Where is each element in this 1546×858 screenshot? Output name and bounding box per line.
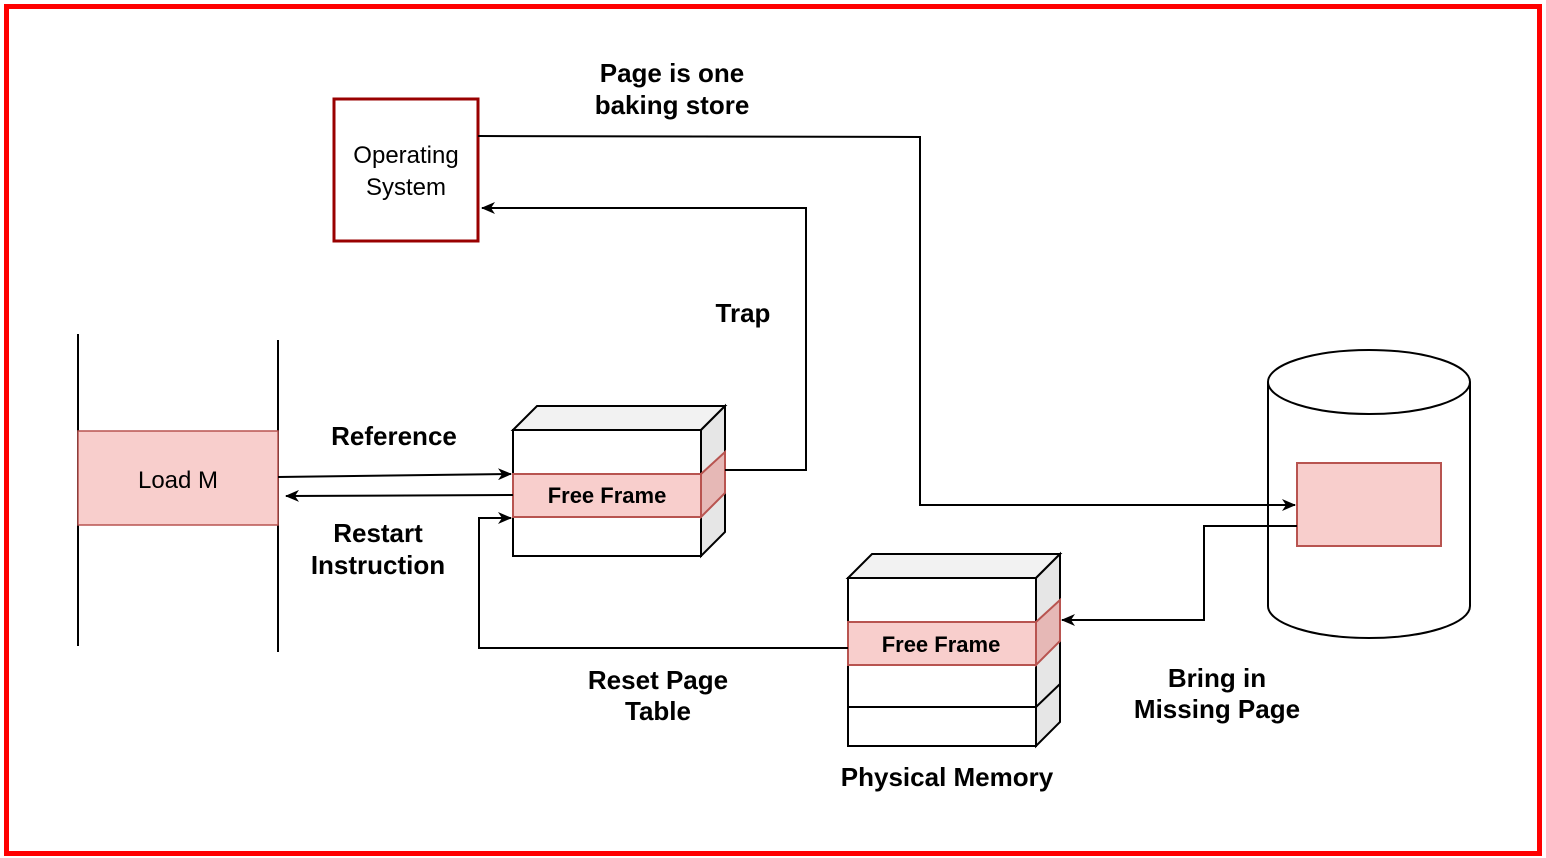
- physical-memory-side-divider: [1035, 683, 1061, 708]
- load-m-box[interactable]: [77, 430, 279, 526]
- operating-system-node[interactable]: Operating System: [332, 97, 480, 243]
- reference-label: Reference: [331, 421, 457, 451]
- restart-label-line1: Restart: [333, 518, 423, 548]
- bring-in-label-line1: Bring in: [1168, 663, 1266, 693]
- trap-arrow: [481, 202, 807, 471]
- bring-in-arrow: [1061, 525, 1297, 626]
- reset-label-line1: Reset Page: [588, 665, 728, 695]
- physical-memory-node[interactable]: Free Frame Physical Memory: [841, 551, 1063, 792]
- page-table-free-frame-side: [700, 449, 726, 520]
- backing-store-top: [1267, 349, 1471, 415]
- edge-labels: Page is one baking store Trap Reference …: [311, 58, 1300, 726]
- physical-memory-free-frame-side: [1035, 597, 1061, 668]
- physical-memory-caption: Physical Memory: [841, 762, 1054, 792]
- page-table-free-frame-label: Free Frame: [548, 483, 667, 508]
- os-label-line1: Operating: [353, 142, 458, 169]
- page-table-node[interactable]: Free Frame: [510, 403, 728, 559]
- physical-memory-top: [845, 553, 1063, 579]
- restart-arrow: [285, 489, 514, 502]
- backing-store-node[interactable]: [1267, 349, 1471, 639]
- os-label-line2: System: [366, 174, 446, 201]
- physical-memory-free-frame-label: Free Frame: [882, 632, 1001, 657]
- page-table-top: [510, 405, 728, 431]
- reset-arrow: [478, 512, 848, 649]
- backing-store-label-line1: Page is one: [600, 58, 745, 88]
- restart-label-line2: Instruction: [311, 550, 445, 580]
- load-m-label: Load M: [138, 467, 218, 494]
- outer-border: [4, 4, 1542, 856]
- reset-label-line2: Table: [625, 696, 691, 726]
- trap-label: Trap: [716, 298, 771, 328]
- bring-in-label-line2: Missing Page: [1134, 694, 1300, 724]
- backing-store-page[interactable]: [1296, 462, 1442, 547]
- operating-system-box[interactable]: [332, 97, 480, 243]
- edges: [277, 135, 1297, 649]
- backing-store-label-line2: baking store: [595, 90, 750, 120]
- reference-arrow: [277, 468, 512, 481]
- process-lane: Load M: [77, 334, 279, 652]
- backing-store-arrow: [477, 135, 1296, 511]
